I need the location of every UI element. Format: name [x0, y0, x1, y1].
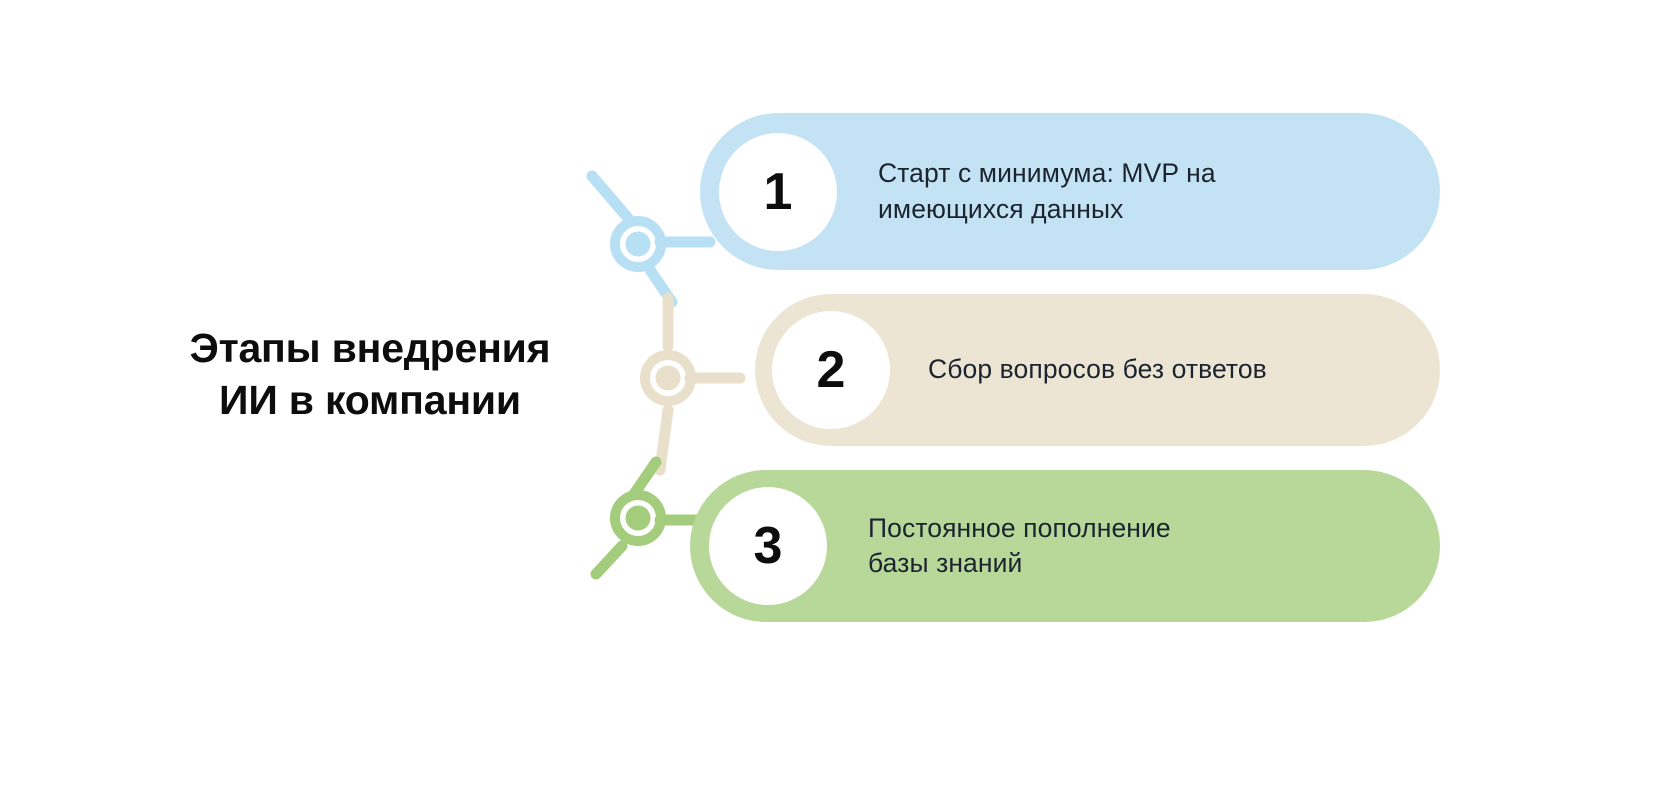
- step-text-1: Старт с минимума: MVP на имеющихся данны…: [878, 158, 1216, 224]
- connector-dot-node3: [625, 505, 651, 531]
- page-title-line-1: Этапы внедрения: [189, 325, 551, 371]
- connector-ring-node3: [610, 490, 666, 546]
- step-card-1[interactable]: 1 Старт с минимума: MVP на имеющихся дан…: [700, 113, 1440, 270]
- connector-ring-node2: [640, 350, 696, 406]
- connector-dot-node2: [655, 365, 681, 391]
- page-title-line-2: ИИ в компании: [219, 377, 521, 424]
- page-title: Этапы внедрения ИИ в компании: [160, 322, 580, 427]
- step-text-3: Постоянное пополнение базы знаний: [868, 512, 1171, 578]
- connector-line-node2-down: [654, 404, 674, 476]
- connector-line-node3-downleft: [590, 540, 628, 580]
- connector-ring-node1: [610, 216, 666, 272]
- step-card-3[interactable]: 3 Постоянное пополнение базы знаний: [690, 470, 1440, 622]
- connector-line-node1-upleft: [586, 170, 634, 224]
- connector-node-1: [586, 170, 716, 308]
- step-text-2: Сбор вопросов без ответов: [928, 354, 1267, 385]
- connector-node-2: [640, 292, 746, 476]
- step-number-badge-1: 1: [719, 132, 837, 251]
- step-card-2[interactable]: 2 Сбор вопросов без ответов: [755, 294, 1440, 446]
- step-number-badge-3: 3: [709, 487, 827, 605]
- step-number-badge-2: 2: [772, 311, 890, 429]
- connector-dot-node1: [625, 231, 651, 257]
- connector-line-node3-upright: [628, 456, 662, 500]
